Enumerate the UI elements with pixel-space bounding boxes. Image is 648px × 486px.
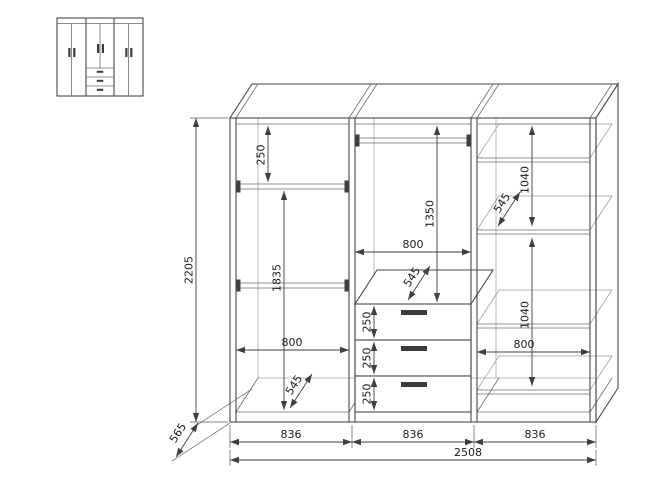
thumbnail-carcass xyxy=(56,17,144,97)
dim-label-right-inner-width: 800 xyxy=(514,338,535,351)
dim-label-left-top-gap: 250 xyxy=(255,145,268,166)
dim-label-drawer-1: 250 xyxy=(361,312,374,333)
dim-middle-inner-width: 800 xyxy=(355,238,471,256)
dim-left-top-gap: 250 xyxy=(255,126,272,182)
dim-label-middle-hang-space: 1350 xyxy=(424,200,437,228)
wardrobe-drawing xyxy=(228,82,620,424)
dim-label-drawer-3: 250 xyxy=(361,384,374,405)
dim-right-upper-space: 1040 xyxy=(519,126,536,226)
thumbnail-door-gaps xyxy=(71,23,129,96)
dim-left-hang-space: 1835 xyxy=(271,191,288,410)
dim-label-middle-inner-width: 800 xyxy=(403,238,424,251)
shelf-1 xyxy=(476,123,613,163)
thumbnail-door-handles xyxy=(68,44,133,57)
thumbnail-front-view xyxy=(56,17,144,97)
right-side-panel xyxy=(595,82,619,424)
shelf-4 xyxy=(476,355,613,395)
drawer-handles xyxy=(401,310,427,387)
thumbnail-drawer-lines xyxy=(86,67,114,87)
dim-label-left-hang-space: 1835 xyxy=(271,264,284,292)
dim-right-inner-width: 800 xyxy=(477,338,590,356)
left-hanging-rail-lower xyxy=(236,279,349,292)
dim-right-lower-space: 1040 xyxy=(519,238,536,386)
thumbnail-section-dividers xyxy=(85,18,115,96)
dim-label-left-inner-width: 800 xyxy=(282,336,303,349)
dim-label-right-width: 836 xyxy=(525,428,546,441)
dim-overall-width: 2508 xyxy=(229,446,597,466)
drawer-unit xyxy=(353,269,495,413)
left-section-floor xyxy=(235,377,372,413)
dim-label-left-inner-depth: 545 xyxy=(283,373,305,398)
dim-overall-depth: 565 xyxy=(167,388,253,462)
dim-label-right-upper-space: 1040 xyxy=(519,166,532,194)
thumbnail-drawer-handles xyxy=(96,70,104,91)
dim-label-right-shelf-depth: 545 xyxy=(491,191,513,216)
dim-drawer-heights: 250 250 250 xyxy=(361,306,378,410)
middle-hanging-rail xyxy=(355,134,471,147)
dim-overall-height: 2205 xyxy=(183,117,228,423)
carcass-front-frame xyxy=(229,117,597,423)
dim-label-middle-width: 836 xyxy=(403,428,424,441)
dim-label-right-lower-space: 1040 xyxy=(519,301,532,329)
dim-label-drawer-2: 250 xyxy=(361,348,374,369)
dim-left-inner-width: 800 xyxy=(236,336,349,354)
dim-label-left-width: 836 xyxy=(281,428,302,441)
dim-section-widths: 836 836 836 xyxy=(229,425,597,448)
left-hanging-rail-upper xyxy=(236,180,349,193)
top-panel xyxy=(228,83,620,119)
shelf-3 xyxy=(476,289,613,329)
dim-label-overall-height: 2205 xyxy=(183,256,196,284)
right-section-floor xyxy=(476,377,613,413)
dim-label-overall-width: 2508 xyxy=(454,446,482,459)
front-opening xyxy=(229,117,597,423)
dim-middle-hang-space: 1350 xyxy=(424,126,441,302)
